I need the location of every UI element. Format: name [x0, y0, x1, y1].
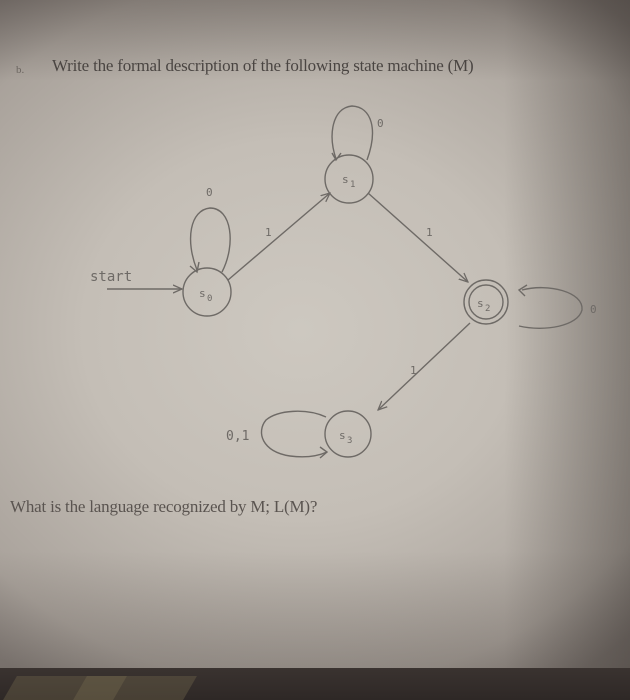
self-loop-s3: [260, 410, 328, 458]
state-s0-label: s: [199, 287, 206, 300]
state-s0-sub: 0: [207, 294, 212, 304]
state-s3-sub: 3: [347, 436, 352, 446]
state-s2-sub: 2: [485, 304, 490, 314]
state-s2-label: s: [477, 297, 484, 310]
question-marker: b.: [16, 64, 25, 76]
state-s2-outer-circle: [463, 279, 509, 325]
self-loop-s1: [331, 105, 374, 161]
self-loop-s2: [518, 286, 583, 329]
transition-label-s3-s3: 0,1: [226, 429, 249, 444]
start-label: start: [90, 269, 132, 285]
edge-s1-s2: [367, 192, 468, 282]
transition-label-s1-s1: 0: [377, 117, 384, 130]
state-s2-inner-circle: [468, 284, 504, 320]
transition-label-s0-s1: 1: [265, 226, 272, 239]
transition-label-s1-s2: 1: [426, 226, 433, 239]
edge-s2-s3: [378, 322, 471, 410]
state-s1-circle: [324, 154, 374, 204]
self-loop-s0: [189, 207, 231, 273]
transition-label-s0-s0: 0: [206, 186, 213, 199]
question-title: Write the formal description of the foll…: [52, 56, 474, 75]
table-edge: [0, 668, 630, 700]
paper-sheet: [0, 0, 630, 672]
transition-label-s2-s2: 0: [590, 303, 597, 316]
state-s1-label: s: [342, 173, 349, 186]
state-s3-circle: [324, 410, 372, 458]
transition-label-s2-s3: 1: [410, 364, 417, 377]
edge-s0-s1: [227, 193, 330, 281]
state-s0-circle: [182, 267, 232, 317]
language-question: What is the language recognized by M; L(…: [10, 497, 318, 516]
state-s1-sub: 1: [350, 180, 355, 190]
state-s3-label: s: [339, 429, 346, 442]
